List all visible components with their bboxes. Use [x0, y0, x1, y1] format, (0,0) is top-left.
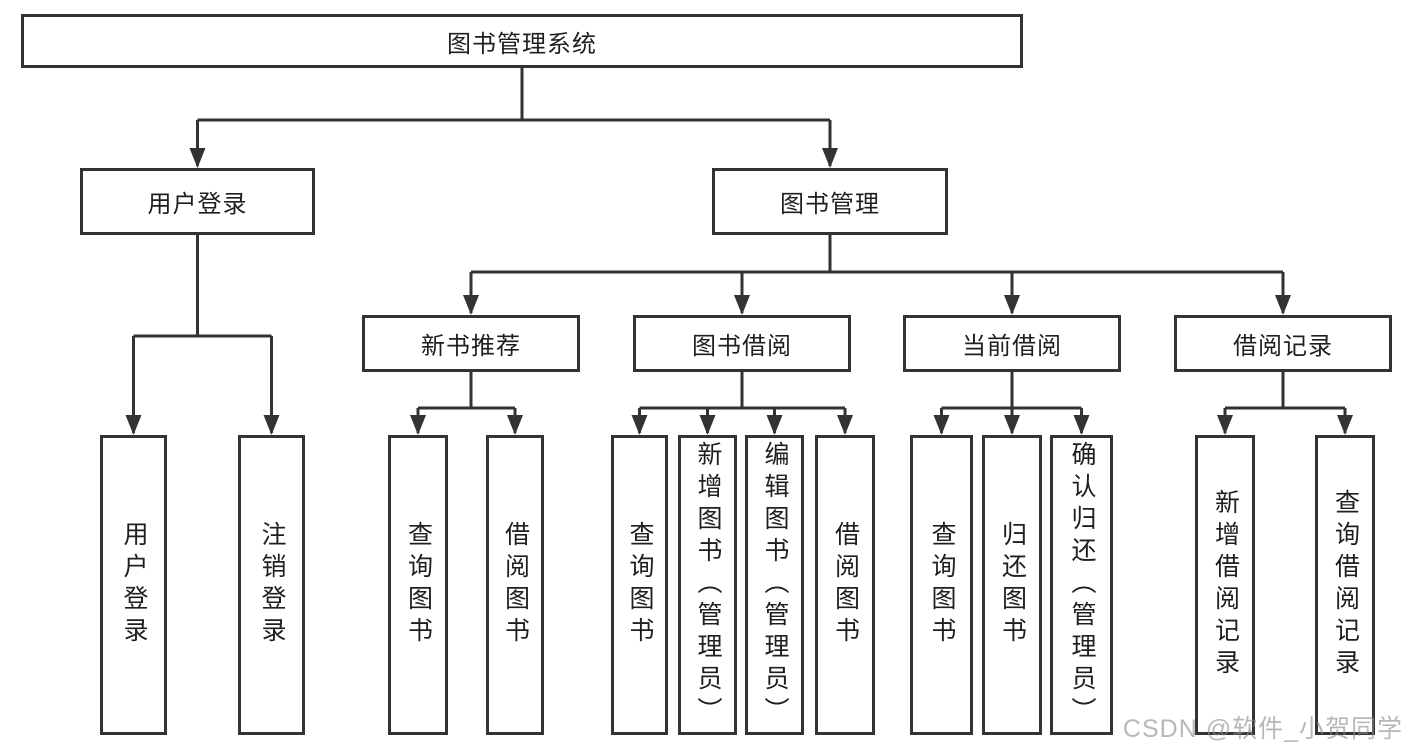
node-new-book-recommend: 新书推荐: [362, 315, 580, 372]
leaf-user-login: 用户登录: [100, 435, 167, 735]
node-book-borrow: 图书借阅: [633, 315, 851, 372]
leaf-confirm-return-admin: 确认归还（管理员）: [1050, 435, 1113, 735]
leaf-return-books: 归还图书: [982, 435, 1042, 735]
node-borrow-records: 借阅记录: [1174, 315, 1392, 372]
node-library-management-system: 图书管理系统: [21, 14, 1023, 68]
leaf-query-borrow-record: 查询借阅记录: [1315, 435, 1375, 735]
leaf-edit-books-admin: 编辑图书（管理员）: [745, 435, 804, 735]
leaf-add-books-admin: 新增图书（管理员）: [678, 435, 737, 735]
leaf-query-books-borrow: 查询图书: [611, 435, 668, 735]
node-book-management: 图书管理: [712, 168, 948, 235]
leaf-add-borrow-record: 新增借阅记录: [1195, 435, 1255, 735]
leaf-borrow-books: 借阅图书: [815, 435, 875, 735]
leaf-logout: 注销登录: [238, 435, 305, 735]
node-current-borrow: 当前借阅: [903, 315, 1121, 372]
leaf-query-books-current: 查询图书: [910, 435, 973, 735]
node-user-login: 用户登录: [80, 168, 315, 235]
leaf-borrow-books-recommend: 借阅图书: [486, 435, 544, 735]
csdn-watermark: CSDN @软件_小贺同学: [1122, 715, 1403, 743]
leaf-query-books-recommend: 查询图书: [388, 435, 448, 735]
